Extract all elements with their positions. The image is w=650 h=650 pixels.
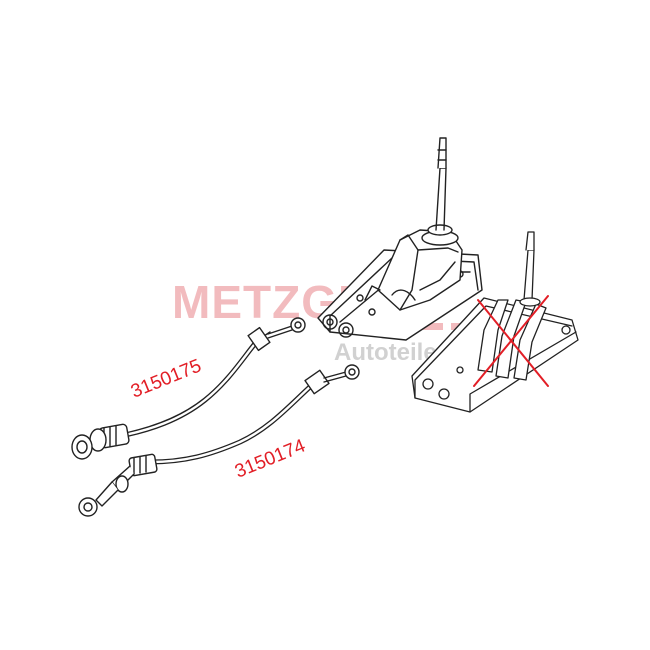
- part-number-label: 3150175: [128, 355, 204, 402]
- watermark-dash: [423, 323, 443, 330]
- shift-lever-assembly: [317, 137, 483, 341]
- cable-3150174: [78, 364, 360, 517]
- cross-out-mark: [473, 295, 549, 387]
- superseded-shifter: [411, 231, 579, 413]
- watermark-sub: Autoteile: [334, 339, 437, 366]
- cable-3150175: [71, 317, 306, 460]
